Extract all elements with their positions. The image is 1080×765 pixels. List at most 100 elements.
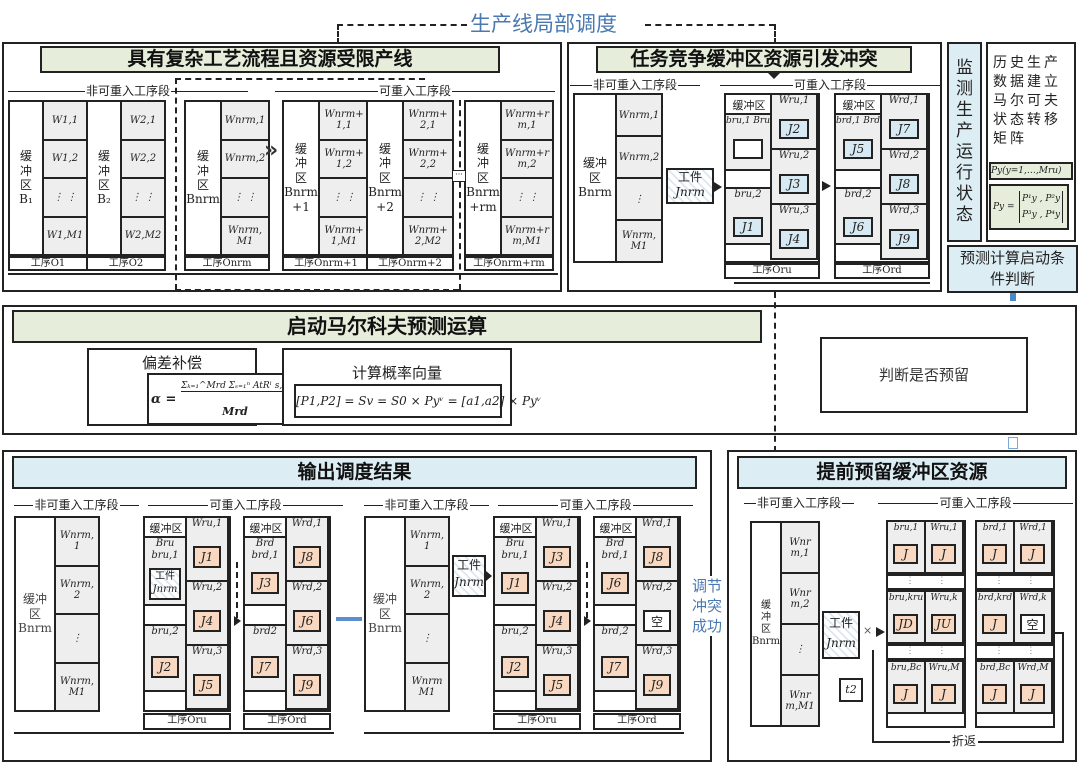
p2-operation: 工序Ord [834,263,930,279]
workstation: Wnrm,M1 [782,674,818,725]
ws-label: Wrd,1 [641,518,673,529]
buffer-slot-label: brd,1 [601,550,629,561]
p1-buffer-text: 区 [476,170,489,185]
job: J [1020,544,1045,564]
workpiece-id: Jnrm [454,575,484,589]
panel1-seg-reentrant: 可重入工序段 [275,82,555,99]
panel1-seg-nonreentrant: 非可重入工序段 [8,82,248,99]
p1-workstation: W1,M1 [44,215,86,254]
monitor-label-char: 生 [956,100,973,120]
p1-workstation: W2,M2 [122,215,164,254]
loop-line [734,282,930,284]
monitor-label-char: 监 [956,58,973,78]
p1-workstation: Wnrm,2 [222,138,268,177]
workstation: ⋮ [406,613,448,662]
empty-slot: 空 [643,610,671,632]
job: J1 [501,572,529,594]
p1-buffer-text: 冲 [19,163,32,178]
buffer-text: 区 [378,606,391,621]
p1-workstation: Wnrm+rm,M1 [502,215,552,254]
buffer-slot-label: brd,1 [251,550,279,561]
p2-buffer-slot-label: bru,1 Bru [726,116,771,126]
p1-workstation: ⋮ ⋮ [222,177,268,216]
job: J8 [643,546,671,568]
workstation: Wnrm,M1 [56,661,98,710]
job: J [1020,684,1045,704]
history-text: 历史生产数据建立马尔可夫状态转移矩阵 [993,55,1061,147]
arrow-right-icon [584,616,591,626]
p1-buffer-text: +1 [292,199,310,214]
buffer-title: 缓冲区 [599,522,633,535]
buffer-text: 区 [761,624,771,635]
buffer-text: Bnrm [18,621,52,636]
arrow-down-blue-icon [1010,293,1016,301]
p2-buffer-title: 缓冲区 [732,99,766,112]
job: J8 [889,174,919,194]
job: J3 [251,572,279,594]
job: J3 [543,546,571,568]
dashed-transfer [586,562,588,618]
p1-workstation: Wnrm,1 [222,102,268,139]
top-dashed-left [337,24,467,26]
p1-workstation: W2,2 [122,138,164,177]
py-lhs: Py = [993,202,1015,212]
buffer-label: Bru [155,538,175,549]
p2-buffer-text: 区 [588,170,601,185]
adjust-label-line: 调节 [691,577,722,595]
workpiece-id: Jnrm [826,636,856,650]
workpiece-label: 工件 [828,616,853,630]
workstation-cell: Wru,M [924,660,964,714]
p1-workstation: Wnrm+2,2 [404,138,452,177]
buffer-text: 缓 [761,600,771,611]
workstation: Wnrm,1 [56,518,98,565]
p1-workstation: ⋮ ⋮ [320,177,368,216]
job: J1 [193,546,221,568]
deviation-title: 偏差补偿 [141,354,202,372]
ws-label: Wru,1 [930,523,958,533]
job: J7 [251,656,279,678]
buffer-text: Bnrm [368,621,402,636]
fold-line-right [1062,632,1064,742]
monitor-status-box: 监测生产运行状态 [947,42,982,242]
p5-ru-machine: bru,1 Wru,1 J J⋮ ⋮bru,kru Wru,k JD JU⋮ ⋮… [886,520,966,728]
buffer-slot-label: bru,2 [501,626,529,637]
workstation: Wnrm,2 [56,564,98,613]
fold-back-label: 折返 [950,732,979,749]
job: J2 [501,656,529,678]
job: J4 [779,229,809,249]
p1-operation: 工序O2 [86,256,166,271]
p5-seg-nonreentrant: 非可重入工序段 [744,494,854,511]
p1-buffer-text: 缓 [476,142,489,157]
job: J [931,684,956,704]
arrow-right-icon [234,616,241,626]
p2-buffer-text: 缓冲 [582,156,607,171]
buffer-slot-label: bru,1 [151,550,179,561]
workstation-cell: Wru,3 [185,644,229,710]
formula-numerator: Σₖ₌₁^Mrd Σₛ₌₁ⁿ AtRˡ s,rd,k [181,381,301,392]
p1-workstation: ⋮ ⋮ [502,177,552,216]
arrow-down-hollow-icon [1008,437,1018,449]
p5-workpiece: 工件 Jnrm [822,611,860,659]
workstation: Wnrm,1 [782,523,818,572]
workpiece-label: 工件 [155,571,175,582]
job: J9 [889,229,919,249]
ws-label: Wrd,M [1017,663,1049,673]
fold-line-up [872,650,874,742]
buffer-label: Brd [605,538,625,549]
operation: 工序Ord [243,713,331,730]
buffer-slot-label: bru,1 [893,523,919,533]
p1-buffer-text: 冲 [196,163,209,178]
p1-workstation: Wnrm+1,1 [320,102,368,139]
buffer-label: Bru [505,538,525,549]
